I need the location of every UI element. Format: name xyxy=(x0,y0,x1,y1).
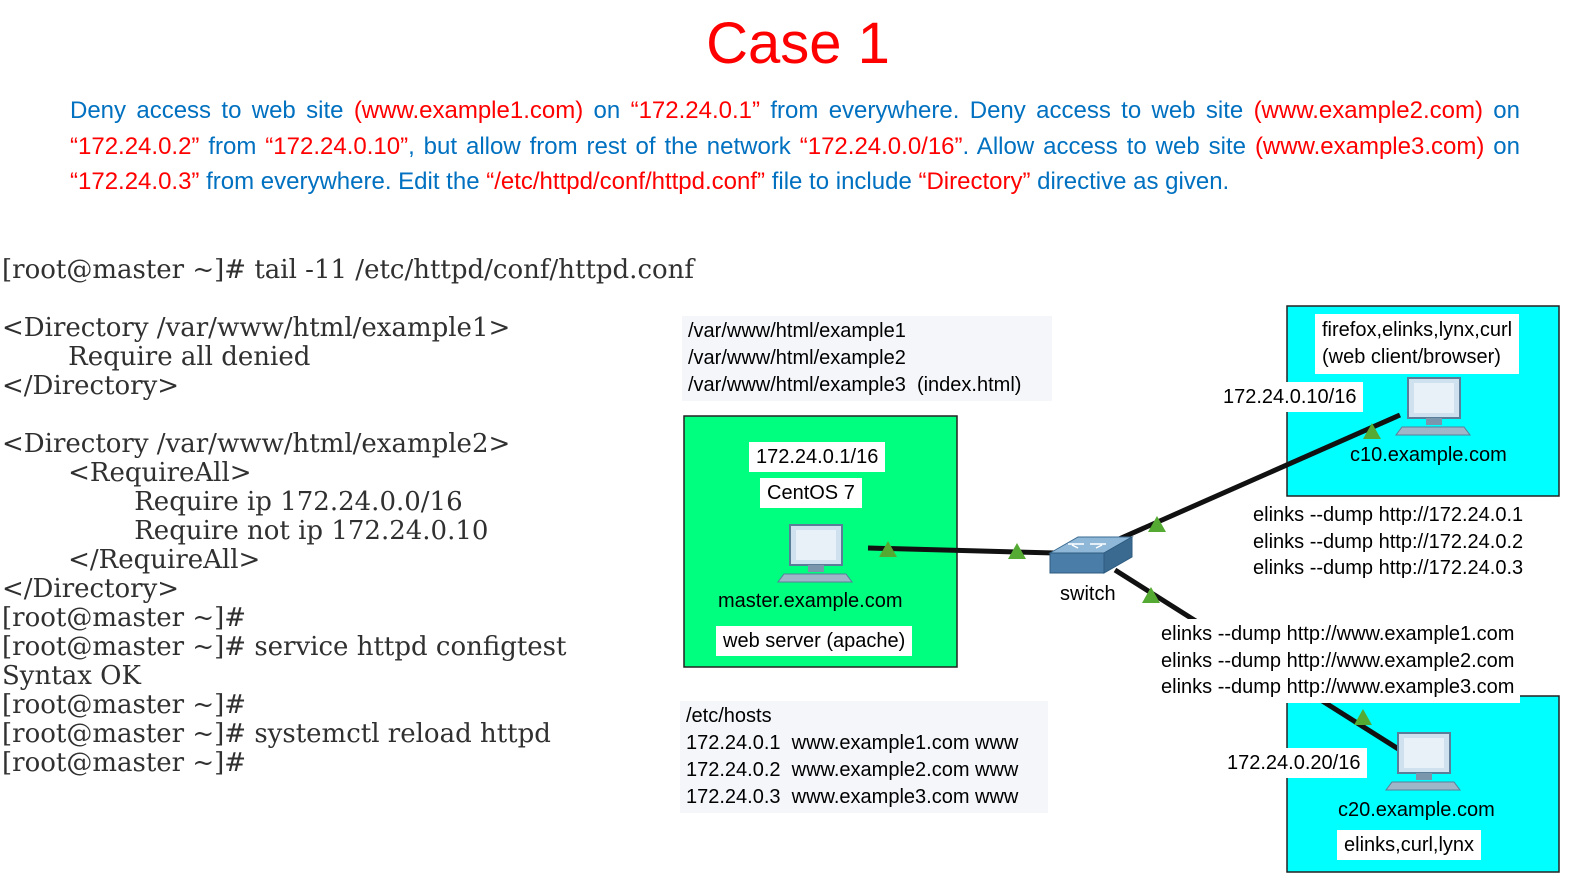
terminal-line: [root@master ~]# systemctl reload httpd xyxy=(2,719,551,749)
c20-tools: elinks,curl,lynx xyxy=(1337,830,1482,860)
master-role: web server (apache) xyxy=(716,626,913,656)
terminal-line: [root@master ~]# xyxy=(2,603,247,633)
master-pc-icon xyxy=(777,524,853,583)
c10-ip: 172.24.0.10/16 xyxy=(1216,382,1364,412)
link-up-icon xyxy=(1142,587,1160,603)
slide-title: Case 1 xyxy=(706,11,890,76)
terminal-line: </RequireAll> xyxy=(2,545,261,575)
link-up-icon xyxy=(1008,543,1026,559)
terminal-line: [root@master ~]# xyxy=(2,748,247,778)
link-up-icon xyxy=(1363,423,1381,439)
document-roots: /var/www/html/example1/var/www/html/exam… xyxy=(682,316,1052,401)
link-master-switch xyxy=(867,545,1056,556)
case-description: Deny access to web site (www.example1.co… xyxy=(70,97,1521,195)
link-up-icon xyxy=(879,541,897,557)
master-os: CentOS 7 xyxy=(760,478,862,508)
terminal-line: </Directory> xyxy=(2,574,180,604)
c20-ip: 172.24.0.20/16 xyxy=(1220,748,1368,778)
terminal-line: [root@master ~]# tail -11 /etc/httpd/con… xyxy=(2,255,695,285)
terminal-line: [root@master ~]# service httpd configtes… xyxy=(2,632,567,662)
master-hostname: master.example.com xyxy=(718,590,903,612)
terminal-line: Require all denied xyxy=(2,342,311,372)
switch-label: switch xyxy=(1060,583,1116,606)
c10-pc-icon xyxy=(1395,377,1471,436)
master-ip: 172.24.0.1/16 xyxy=(749,442,886,472)
link-up-icon xyxy=(1148,516,1166,532)
terminal-line: Syntax OK xyxy=(2,661,141,691)
terminal-line: <Directory /var/www/html/example1> xyxy=(2,313,511,343)
terminal-line: [root@master ~]# xyxy=(2,690,247,720)
terminal-line: <RequireAll> xyxy=(2,458,252,488)
c10-hostname: c10.example.com xyxy=(1350,444,1507,466)
c10-tools: firefox,elinks,lynx,curl(web client/brow… xyxy=(1315,314,1520,374)
terminal-line: <Directory /var/www/html/example2> xyxy=(2,429,511,459)
terminal-line: Require not ip 172.24.0.10 xyxy=(2,516,489,546)
terminal-line: Require ip 172.24.0.0/16 xyxy=(2,487,463,517)
terminal-line: </Directory> xyxy=(2,371,180,401)
c20-hostname: c20.example.com xyxy=(1338,799,1495,821)
c20-pc-icon xyxy=(1385,732,1461,791)
link-up-icon xyxy=(1354,709,1372,725)
switch-icon xyxy=(1048,536,1134,574)
